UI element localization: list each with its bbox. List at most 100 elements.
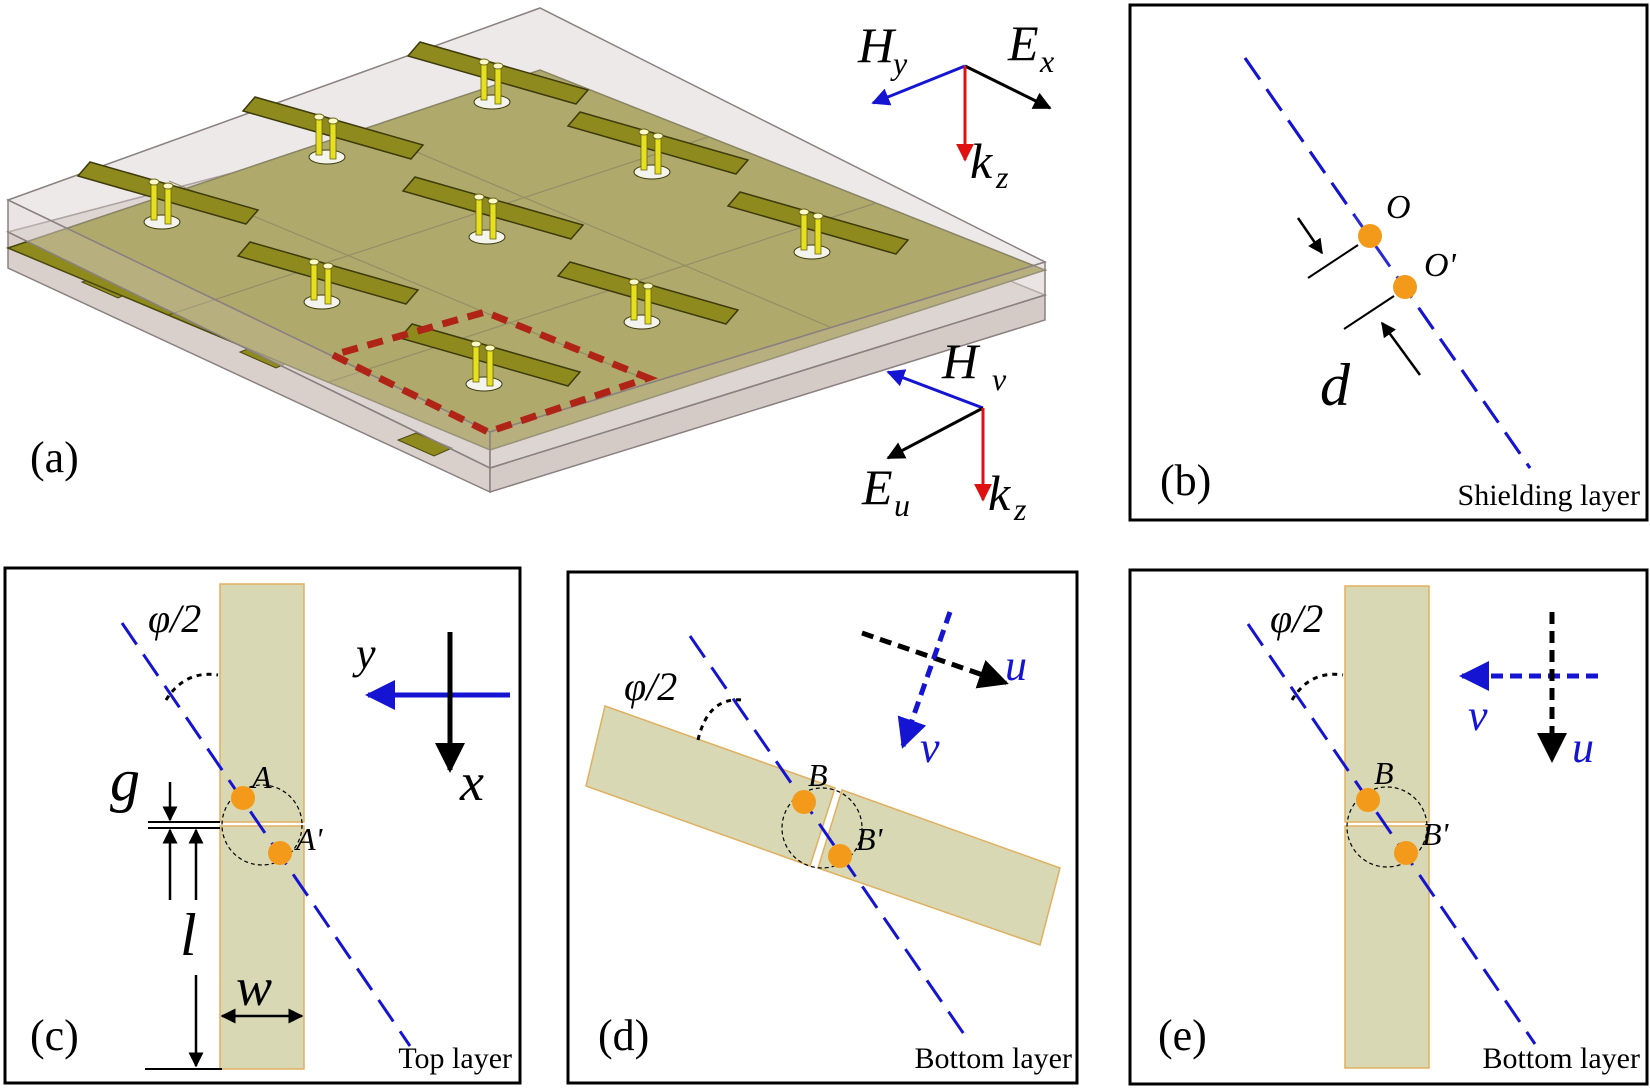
dim-arrow-2 — [1380, 321, 1422, 376]
e-u-subscript: u — [894, 487, 910, 523]
panel-c-frame — [3, 566, 522, 1085]
unit-cell — [241, 96, 425, 165]
panel-e-diagonal — [1246, 623, 1537, 1045]
e-x-symbol: E — [1007, 15, 1039, 71]
dim-d-label: d — [1320, 352, 1351, 418]
via — [814, 215, 822, 255]
point-b-prime-label: B' — [1422, 816, 1450, 852]
panel-a-label: (a) — [30, 433, 79, 482]
k-z-symbol: k — [970, 133, 993, 189]
panel-d-frame — [566, 570, 1079, 1085]
via — [329, 120, 337, 160]
point-a-label: A — [250, 759, 272, 795]
unit-cell — [556, 261, 740, 330]
unit-cell — [406, 41, 590, 110]
via — [489, 200, 497, 240]
via-cap — [628, 278, 640, 286]
via — [472, 343, 480, 383]
point-b-label: B — [1374, 755, 1394, 791]
panel-a: (a) H y E x k z H v E u k z — [5, 7, 1054, 527]
via-cap — [473, 193, 485, 201]
strip-lower — [219, 825, 305, 1070]
unit-cell — [401, 176, 585, 245]
panel-b-layer: Shielding layer — [1458, 479, 1640, 512]
point-o-prime — [1393, 275, 1417, 299]
via — [494, 65, 502, 105]
dim-line-2 — [1343, 295, 1395, 330]
via — [644, 285, 652, 325]
e-u-symbol: E — [861, 459, 893, 515]
via-cap — [148, 178, 160, 186]
point-a-prime-label: A' — [294, 821, 324, 857]
unit-cell-highlight — [323, 308, 659, 436]
axis-v-label: v — [1468, 691, 1488, 740]
panel-b: O O' d (b) Shielding layer — [1128, 3, 1649, 522]
dim-w-label: w — [236, 957, 272, 1017]
substrate-top-front-right — [489, 260, 1046, 470]
via — [640, 131, 648, 171]
panel-b-frame — [1128, 3, 1649, 522]
panel-d-layer: Bottom layer — [915, 1042, 1072, 1075]
rotation-circle — [1346, 786, 1428, 868]
via — [654, 135, 662, 175]
field-triad-top: H y E x k z — [857, 15, 1054, 195]
panel-c-layer: Top layer — [398, 1042, 512, 1075]
via — [324, 265, 332, 305]
via-cap — [313, 113, 325, 121]
slot-aperture — [793, 244, 831, 260]
point-o-prime-label: O' — [1424, 247, 1457, 284]
via — [486, 347, 494, 387]
via-cap — [308, 258, 320, 266]
panel-e-label: (e) — [1158, 1011, 1207, 1060]
point-b-label: B — [808, 757, 828, 793]
strip-upper — [1344, 585, 1430, 823]
via-cap — [484, 344, 496, 352]
via-cap — [492, 62, 504, 70]
panel-c-label: (c) — [30, 1011, 79, 1060]
slot-aperture — [623, 314, 661, 330]
h-y-symbol: H — [857, 17, 897, 73]
via — [480, 61, 488, 101]
point-b-prime — [828, 844, 852, 868]
e-x-subscript: x — [1039, 43, 1054, 79]
via-cap — [652, 132, 664, 140]
panel-d-diagonal — [688, 635, 970, 1041]
via — [630, 281, 638, 321]
dim-line-1 — [1307, 244, 1359, 279]
panel-d-label: (d) — [598, 1011, 649, 1060]
panel-c-diagonal — [120, 622, 412, 1047]
unit-cell — [726, 191, 910, 260]
axis-x-label: x — [459, 752, 484, 812]
panel-c: φ/2 A A' g l w y x (c) Top layer — [3, 566, 522, 1085]
strip-lower — [1344, 825, 1430, 1069]
h-v-subscript: v — [992, 361, 1007, 397]
angle-arc — [1290, 672, 1344, 701]
panel-e-layer: Bottom layer — [1483, 1042, 1640, 1075]
via — [164, 185, 172, 225]
panel-e: φ/2 B B' v u (e) Bottom layer — [1128, 568, 1649, 1086]
panel-e-frame — [1128, 568, 1649, 1086]
via — [800, 211, 808, 251]
unit-cells — [76, 41, 910, 392]
k-z-subscript: z — [995, 159, 1009, 195]
slot-aperture — [308, 149, 346, 165]
slot-aperture — [633, 164, 671, 180]
strip-left — [585, 705, 836, 867]
point-a-prime — [268, 841, 292, 865]
via — [310, 261, 318, 301]
unit-cell — [76, 161, 260, 230]
rotation-circle — [221, 784, 303, 866]
via-cap — [470, 340, 482, 348]
slot-aperture — [143, 214, 181, 230]
angle-label: φ/2 — [624, 664, 677, 709]
dim-arrow-1 — [1296, 217, 1324, 255]
strip-upper — [219, 583, 305, 823]
point-b — [792, 790, 816, 814]
dim-g-label: g — [110, 747, 140, 813]
via-cap — [798, 208, 810, 216]
via-cap — [478, 58, 490, 66]
panel-b-label: (b) — [1160, 456, 1211, 505]
axis-u-label: u — [1572, 723, 1594, 772]
axis-y-label: y — [352, 629, 376, 678]
